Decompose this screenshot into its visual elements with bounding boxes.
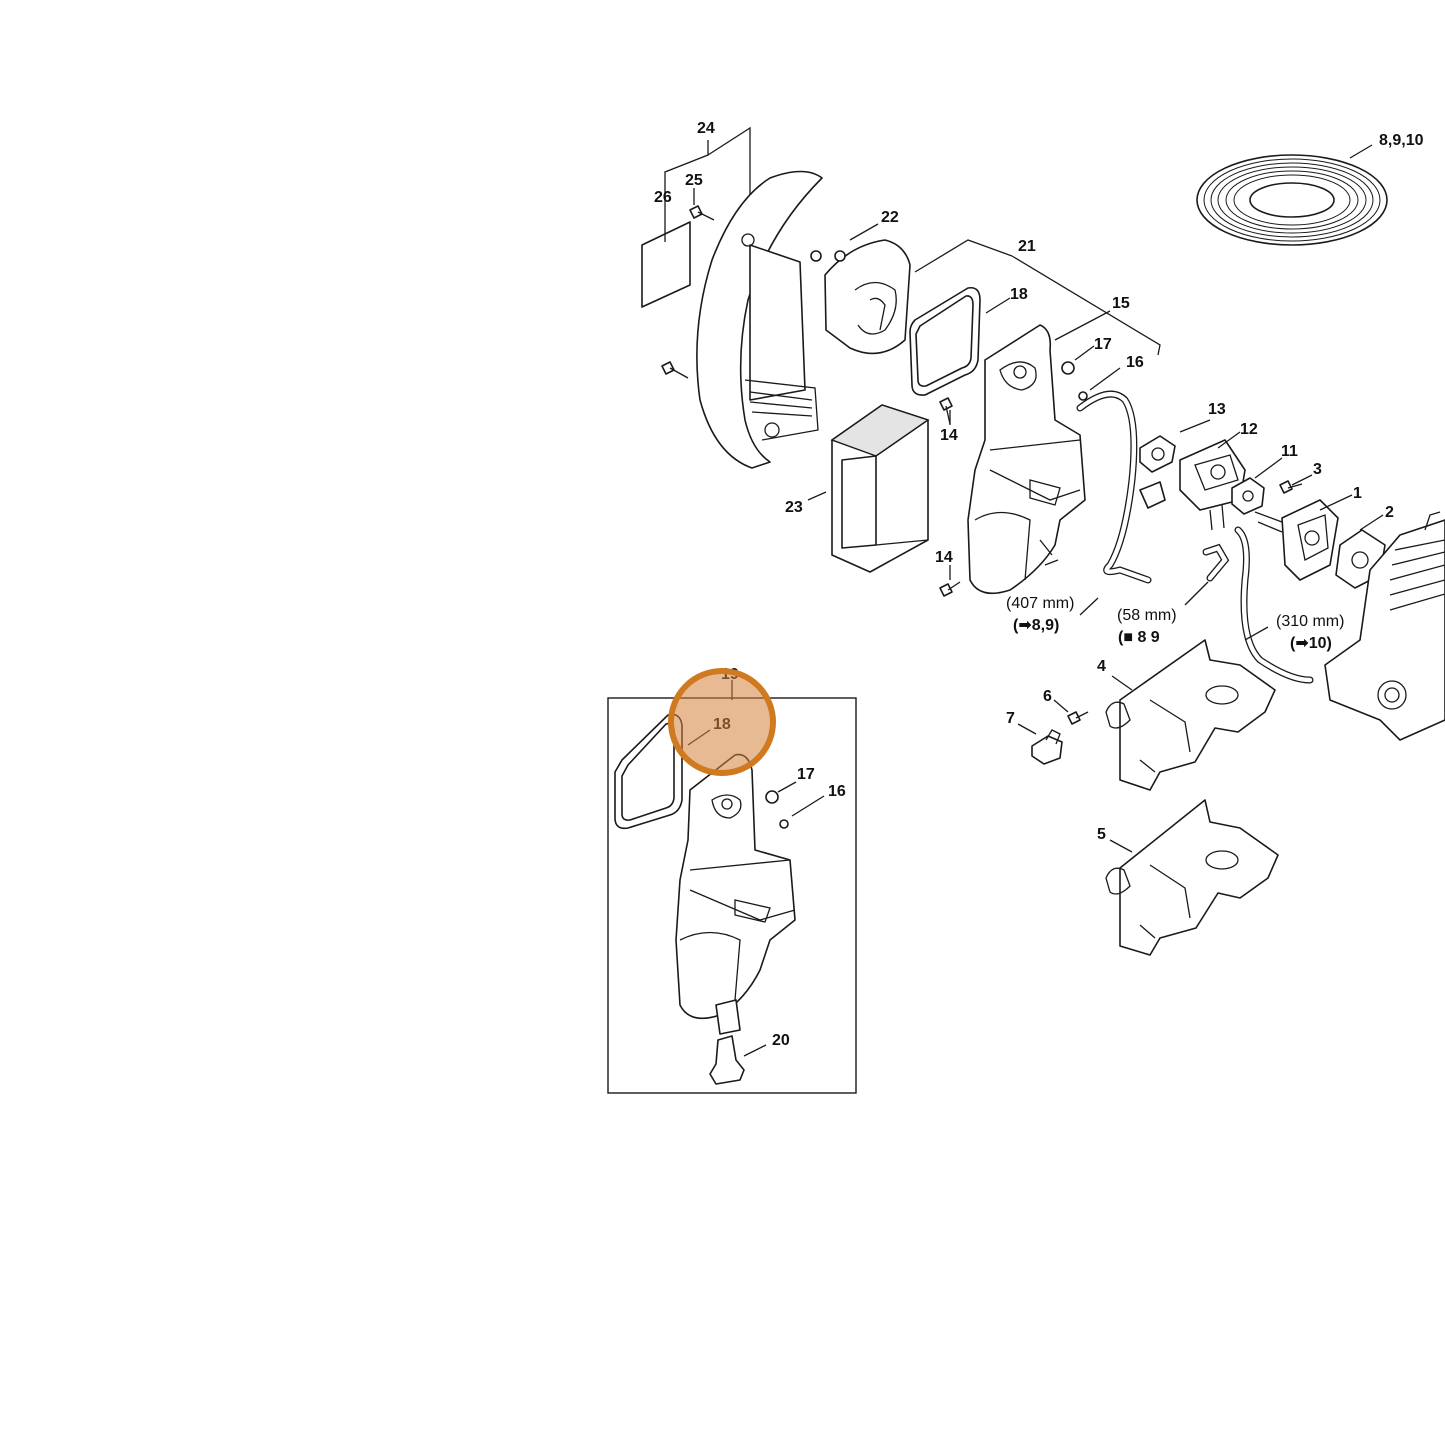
label-14-top: 14 [940, 427, 958, 444]
baffle-5-part [1105, 799, 1279, 956]
label-1: 1 [1353, 485, 1362, 502]
label-22: 22 [881, 209, 899, 226]
filter-cover-22-part [810, 239, 911, 355]
label-13: 13 [1208, 401, 1226, 418]
label-plate-26-part [641, 221, 691, 308]
hose-310-ref-note: (➡10) [1290, 635, 1332, 652]
air-filter-23-part [830, 404, 930, 573]
label-23: 23 [785, 499, 803, 516]
baffle-4-part [1105, 639, 1276, 791]
hose-310-part [1234, 526, 1314, 684]
label-6: 6 [1043, 688, 1052, 705]
hose-58-part [1202, 543, 1230, 582]
hose-coil-8-9-10-part [1196, 154, 1388, 246]
screw-3-part [1279, 480, 1303, 494]
hose-407-ref-note: (➡8,9) [1013, 617, 1059, 634]
label-14-bottom: 14 [935, 549, 953, 566]
label-8-9-10: 8,9,10 [1379, 132, 1424, 149]
label-15: 15 [1112, 295, 1130, 312]
label-5: 5 [1097, 826, 1106, 843]
label-25: 25 [685, 172, 703, 189]
highlight-marker-circle[interactable] [668, 668, 776, 776]
carburettor-12-part [1139, 439, 1246, 531]
hose-58-ref-note: (■ 8 9 [1118, 629, 1160, 646]
label-16-inset: 16 [828, 783, 846, 800]
engine-cylinder-part [1324, 511, 1445, 741]
leader-lines [664, 126, 1384, 1057]
label-7: 7 [1006, 710, 1015, 727]
carburettor-box-15-part [967, 324, 1086, 595]
label-11: 11 [1281, 443, 1298, 460]
hose-58-length-note: (58 mm) [1117, 607, 1177, 624]
screw-14-bottom-part [939, 581, 961, 597]
hose-310-length-note: (310 mm) [1276, 613, 1344, 630]
cover-shroud-part [696, 170, 823, 469]
gasket-11-part [1231, 477, 1265, 515]
label-16-top: 16 [1126, 354, 1144, 371]
label-17-inset: 17 [797, 766, 815, 783]
label-24: 24 [697, 120, 715, 137]
hose-407-length-note: (407 mm) [1006, 595, 1074, 612]
label-4: 4 [1097, 658, 1106, 675]
plug-7-part [1031, 729, 1063, 765]
label-17-top: 17 [1094, 336, 1112, 353]
plug-17-part [1061, 361, 1088, 401]
gasket-18-part [909, 286, 981, 396]
intake-flange-1-part [1254, 499, 1339, 581]
screw-14-top-part [939, 397, 953, 425]
label-2: 2 [1385, 504, 1394, 521]
gasket-13-part [1139, 435, 1176, 473]
screw-25-part [689, 205, 715, 221]
screw-6-part [1067, 711, 1089, 725]
label-12: 12 [1240, 421, 1258, 438]
label-21: 21 [1018, 238, 1036, 255]
label-18-top: 18 [1010, 286, 1028, 303]
label-3: 3 [1313, 461, 1322, 478]
label-20: 20 [772, 1032, 790, 1049]
label-26: 26 [654, 189, 672, 206]
screw-lower-part [661, 361, 689, 379]
fuel-hose-407-part [1076, 390, 1152, 584]
